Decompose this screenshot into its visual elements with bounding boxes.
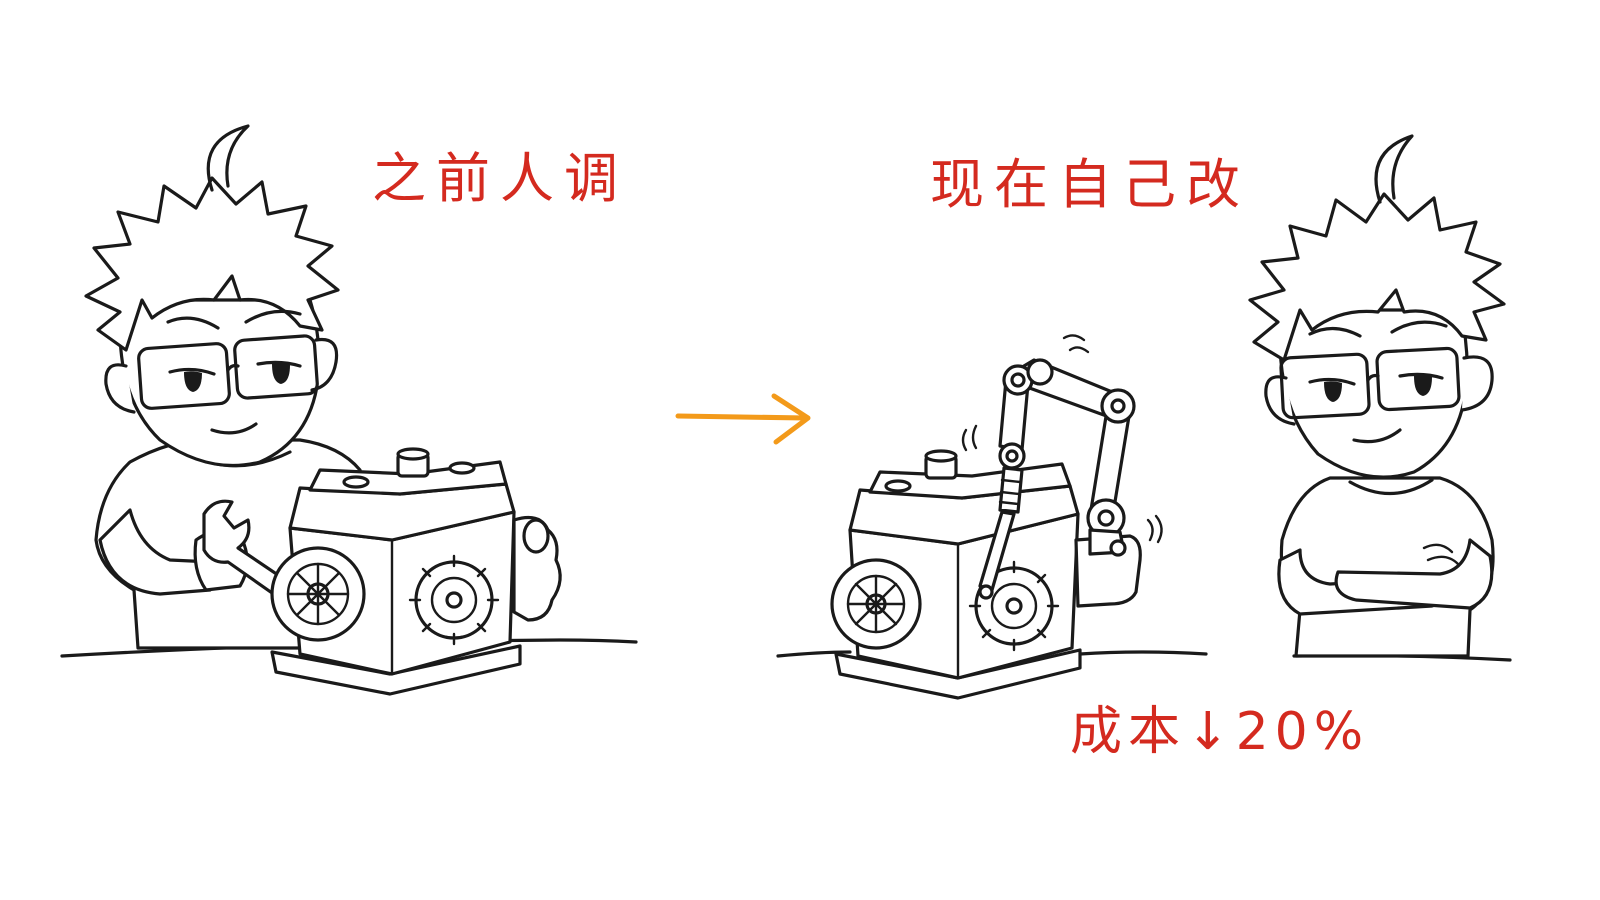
man-working-face (118, 298, 321, 468)
man-confident-face (1278, 308, 1469, 479)
man-confident-collar (1348, 478, 1434, 496)
man-confident-pupil-right (1414, 375, 1432, 396)
right-table-line-right (1078, 650, 1208, 656)
engine-left-cap-2 (342, 475, 370, 489)
man-working-glasses-bridge (226, 363, 240, 372)
engine-right (830, 449, 1142, 700)
caption-cost-reduction: 成本↓20% (1070, 702, 1370, 762)
engine-left-cap-1-top (396, 447, 430, 461)
man-working-ear-left (104, 363, 136, 414)
man-confident-ear-left (1264, 375, 1296, 426)
engine-left-flywheel-spokes (286, 562, 350, 626)
caption-before: 之前人调 (372, 147, 628, 210)
man-confident-ear-right (1460, 355, 1494, 412)
man-working-hair-curl (206, 124, 250, 192)
man-confident-pupil-left (1324, 381, 1342, 402)
right-table-line-left (776, 650, 852, 658)
man-working-pupil-right (272, 363, 290, 384)
man-working-pupil-left (184, 371, 202, 392)
man-working-hair (84, 176, 340, 352)
man-working-eye-left (168, 367, 216, 376)
caption-after: 现在自己改 (930, 153, 1250, 216)
gear-left-icon (408, 554, 500, 646)
engine-left-side-knob (522, 518, 550, 554)
gear-right-icon (968, 560, 1060, 652)
right-panel (776, 134, 1512, 700)
man-confident-glasses-right (1375, 346, 1461, 412)
man-working-mouth (210, 422, 258, 435)
man-working-eye-right (256, 360, 302, 368)
engine-right-cap-1-top (924, 449, 958, 463)
right-arrow-icon (675, 393, 811, 445)
engine-left (270, 447, 562, 696)
man-confident-hair (1248, 192, 1506, 362)
engine-right-flywheel-spokes (846, 574, 906, 634)
engine-left-cap-3 (448, 461, 476, 475)
man-working-brow-left (166, 316, 220, 330)
engine-right-cap-2 (884, 479, 912, 493)
man-confident-glasses-left (1279, 352, 1371, 420)
left-panel (60, 124, 638, 696)
man-working-glasses-left (137, 342, 231, 410)
robot-arm-icon (978, 358, 1136, 600)
man-confident-arm-upper (1334, 538, 1494, 610)
man-working-glasses-right (233, 334, 319, 400)
man-confident-brow-right (1390, 320, 1448, 334)
man-confident-glasses-bridge (1366, 373, 1380, 382)
man-confident-mouth (1352, 428, 1402, 444)
man-working-brow-right (244, 309, 302, 324)
man-confident-hand (1422, 543, 1460, 566)
man-confident (1248, 134, 1506, 658)
man-confident-eye-right (1398, 372, 1444, 380)
man-confident-hair-curl (1374, 134, 1414, 204)
man-confident-eye-left (1308, 377, 1356, 386)
man-confident-brow-left (1308, 326, 1362, 338)
motion-marks (961, 334, 1163, 544)
